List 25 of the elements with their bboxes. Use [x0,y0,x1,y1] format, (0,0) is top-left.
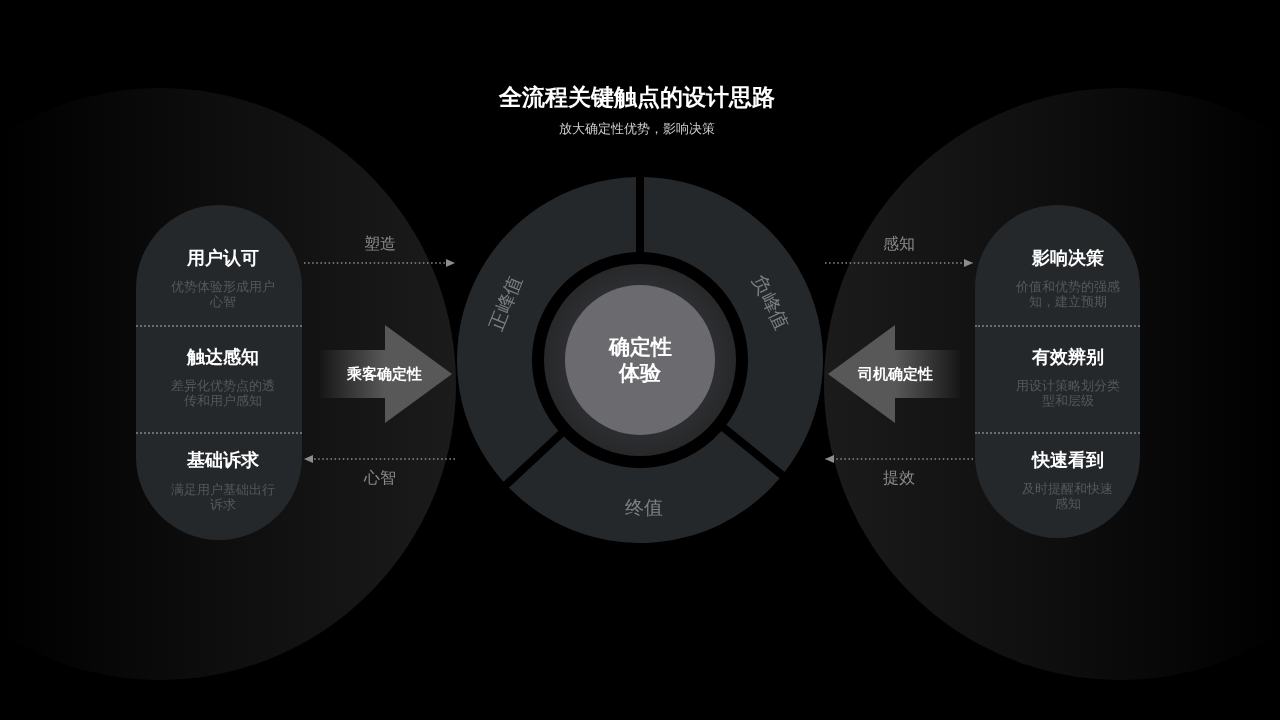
edge-label: 塑造 [363,234,396,254]
section-title: 基础诉求 [187,448,259,472]
dotted-arrow [824,455,974,463]
ring-segment [508,431,780,543]
edge-label: 心智 [363,468,396,488]
dotted-arrow [824,259,974,267]
subtitle: 放大确定性优势，影响决策 [559,121,715,137]
circle-label: 确定性体验 [607,334,673,386]
dotted-arrow [303,455,456,463]
segment-label: 负峰值 [748,271,794,333]
section-title: 触达感知 [187,345,259,369]
segment-label: 正峰值 [484,272,526,334]
block-arrow [828,325,960,423]
arrow-label: 乘客确定性 [346,364,422,384]
edge-label: 提效 [883,468,915,488]
section-title: 有效辨别 [1031,345,1104,369]
arrow-label: 司机确定性 [857,364,933,384]
block-arrow [320,325,452,423]
section-title: 影响决策 [1031,246,1104,270]
section-title: 快速看到 [1031,448,1104,472]
title: 全流程关键触点的设计思路 [499,83,775,111]
section-title: 用户认可 [187,246,259,270]
segment-label: 终值 [625,496,663,518]
edge-label: 感知 [883,234,915,254]
dotted-arrow [303,259,456,267]
